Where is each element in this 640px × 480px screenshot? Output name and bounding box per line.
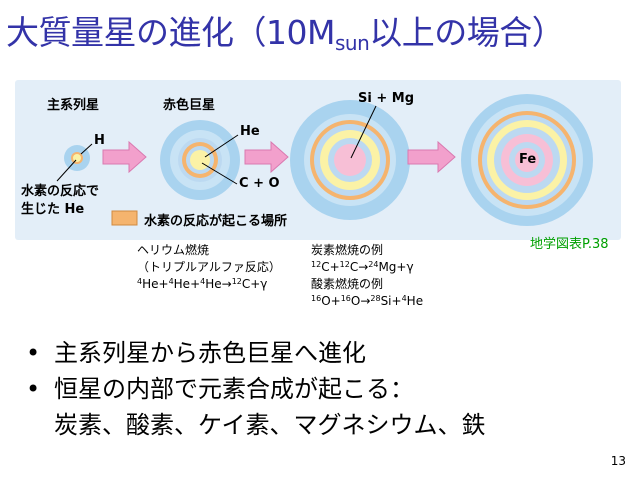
stage1-label: 主系列星 [47,98,100,113]
h-label: H [94,133,105,148]
page-number: 13 [610,454,626,468]
bullet-item: 主系列星から赤色巨星へ進化 [26,335,486,371]
evolution-diagram [56,94,593,226]
bullet-list: 主系列星から赤色巨星へ進化 恒星の内部で元素合成が起こる： 炭素、酸素、ケイ素、… [26,335,486,443]
h-pointer [80,143,93,155]
carbon-burning-star [290,100,410,220]
page-title: 大質量星の進化（10Msun以上の場合） [6,13,565,55]
carbon-oxygen-burning-block: 炭素燃焼の例 12C+12C→24Mg+γ 酸素燃焼の例 16O+16O→28S… [311,242,423,310]
he-core-pointer [56,159,77,182]
caption-line1: 水素の反応で [21,184,100,199]
he-label: He [240,124,260,139]
oxygen-reaction: 16O+16O→28Si+4He [311,294,424,308]
red-giant-star [160,120,240,200]
co-label: C + O [239,176,280,191]
carbon-reaction: 12C+12C→24Mg+γ [311,260,414,274]
bullet-item: 恒星の内部で元素合成が起こる： [26,371,486,407]
iron-core-star [461,94,593,226]
helium-subtitle: （トリプルアルファ反応） [137,260,281,274]
arrow-right-icon [244,140,289,174]
arrow-right-icon [102,140,147,174]
arrow-right-icon [407,140,456,174]
helium-title: ヘリウム燃焼 [137,243,210,257]
legend-label: 水素の反応が起こる場所 [144,214,288,229]
bullet-item-continuation: 炭素、酸素、ケイ素、マグネシウム、鉄 [54,411,486,439]
carbon-title: 炭素燃焼の例 [311,243,384,257]
simg-pointer [350,105,377,159]
helium-reaction: 4He+4He+4He→12C+γ [137,277,268,291]
stage2-label: 赤色巨星 [163,98,216,113]
fe-label: Fe [519,152,537,167]
he-pointer [204,134,239,158]
textbook-reference: 地学図表P.38 [530,237,609,252]
evolution-diagram-panel: 主系列星 赤色巨星 H He C + O Si + Mg Fe 水素の反応で 生… [15,80,621,240]
simg-label: Si + Mg [358,91,415,106]
oxygen-title: 酸素燃焼の例 [311,277,384,291]
caption-line2: 生じた He [21,202,85,217]
legend-swatch [111,210,138,226]
helium-burning-block: ヘリウム燃焼 （トリプルアルファ反応） 4He+4He+4He→12C+γ [137,242,281,293]
co-pointer [201,162,238,185]
